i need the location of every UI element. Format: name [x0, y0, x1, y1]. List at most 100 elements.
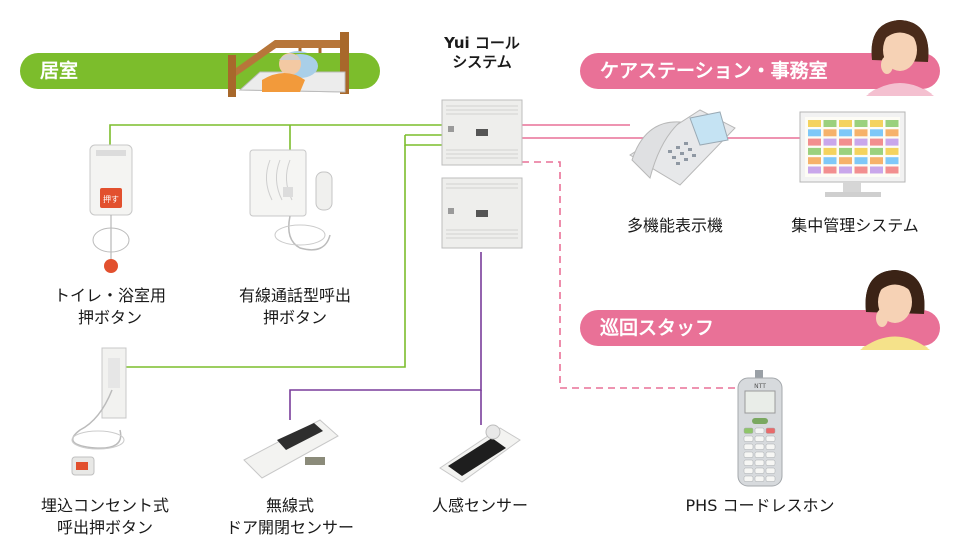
central-management-label-line1: 集中管理システム: [791, 216, 919, 235]
phs-keypad-key: [743, 459, 754, 466]
toilet-button-line: [109, 124, 442, 145]
phs-brand-label: NTT: [754, 383, 766, 390]
central-management-label: 集中管理システム: [770, 215, 940, 237]
monitor-status-cell: [870, 157, 883, 165]
central-management-monitor-illustration: [799, 111, 906, 197]
phs-keypad-key: [754, 427, 765, 434]
monitor-status-cell: [854, 157, 868, 165]
monitor-status-cell: [854, 138, 868, 146]
phs-keypad-key: [743, 435, 754, 442]
toilet-button-label-line1: トイレ・浴室用: [53, 286, 166, 305]
monitor-status-cell: [808, 166, 821, 174]
phs-keypad-key: [765, 459, 776, 466]
control-unit-bottom: [441, 177, 523, 249]
monitor-status-cell: [885, 129, 899, 137]
phs-keypad-key: [765, 443, 776, 450]
care-station-section-label: ケアステーション・事務室: [600, 60, 828, 82]
wireless-door-sensor-label-line2: ドア開閉センサー: [225, 518, 354, 537]
phs-keypad-key: [765, 467, 776, 474]
room-wired-connections: [109, 124, 442, 368]
phs-keypad-key: [765, 427, 776, 434]
push-label: 押す: [103, 194, 119, 204]
motion-sensor-label-line1: 人感センサー: [431, 496, 528, 515]
patrol-staff-section-label: 巡回スタッフ: [600, 317, 715, 339]
monitor-status-cell: [808, 138, 821, 146]
wired-call-button-label: 有線通話型呼出 押ボタン: [210, 285, 380, 329]
motion-sensor-illustration: [439, 424, 521, 483]
monitor-status-cell: [839, 129, 852, 137]
phs-keypad-key: [754, 475, 765, 482]
monitor-status-cell: [854, 147, 868, 155]
phs-keypad-key: [765, 435, 776, 442]
control-unit-top: [441, 99, 523, 166]
monitor-status-cell: [854, 120, 868, 127]
wireless-connections: [289, 252, 482, 425]
wired-call-push-button-illustration: [249, 149, 333, 251]
monitor-status-cell: [823, 166, 837, 174]
monitor-status-cell: [839, 138, 852, 146]
wired-call-button-label-line2: 押ボタン: [262, 308, 327, 327]
embedded-outlet-button-label-line1: 埋込コンセント式: [40, 496, 169, 515]
monitor-status-cell: [839, 166, 852, 174]
phs-keypad-key: [743, 443, 754, 450]
monitor-status-cell: [808, 157, 821, 165]
monitor-status-cell: [885, 147, 899, 155]
phs-keypad-key: [765, 451, 776, 458]
monitor-status-cell: [823, 138, 837, 146]
phs-cordless-label: PHS コードレスホン: [660, 495, 860, 517]
phs-keypad-key: [743, 427, 754, 434]
patrol-staff-overlay-icon: [860, 270, 930, 350]
monitor-status-cell: [839, 157, 852, 165]
monitor-status-cell: [823, 157, 837, 165]
monitor-status-cell: [870, 129, 883, 137]
monitor-status-cell: [839, 147, 852, 155]
monitor-status-cell: [808, 147, 821, 155]
embedded-outlet-button-label-line2: 呼出押ボタン: [56, 518, 153, 537]
toilet-button-label: トイレ・浴室用 押ボタン: [30, 285, 190, 329]
phs-keypad-key: [743, 475, 754, 482]
monitor-status-cell: [870, 147, 883, 155]
monitor-status-cell: [839, 120, 852, 127]
monitor-status-cell: [885, 138, 899, 146]
motion-sensor-label: 人感センサー: [400, 495, 560, 517]
system-title-line1: Yui コール: [444, 34, 520, 52]
monitor-status-cell: [870, 120, 883, 127]
monitor-status-cell: [808, 129, 821, 137]
monitor-status-cell: [870, 138, 883, 146]
monitor-status-cell: [870, 166, 883, 174]
phs-keypad-key: [754, 459, 765, 466]
monitor-status-cell: [854, 166, 868, 174]
embedded-outlet-push-button-illustration: [71, 347, 127, 476]
phs-keypad-key: [754, 451, 765, 458]
embedded-outlet-button-label: 埋込コンセント式 呼出押ボタン: [15, 495, 195, 539]
monitor-status-cell: [885, 157, 899, 165]
monitor-status-cell: [823, 129, 837, 137]
system-title: Yui コール システム: [432, 34, 532, 72]
system-title-line2: システム: [452, 53, 512, 71]
wireless-door-sensor-illustration: [243, 419, 339, 479]
door-sensor-line: [289, 252, 482, 420]
room-section-label: 居室: [40, 60, 79, 82]
monitor-status-cell: [823, 120, 837, 127]
phs-keypad-key: [754, 467, 765, 474]
phs-keypad-key: [743, 467, 754, 474]
monitor-status-cell: [854, 129, 868, 137]
bed-overlay-icon: [228, 32, 349, 97]
multi-display-phone-label-line1: 多機能表示機: [626, 216, 723, 235]
phs-keypad-key: [743, 451, 754, 458]
phs-cordless-handset-illustration: NTT: [737, 370, 783, 487]
phs-keypad-key: [754, 435, 765, 442]
phs-keypad-key: [765, 475, 776, 482]
multi-display-phone-label: 多機能表示機: [600, 215, 750, 237]
wireless-door-sensor-label-line1: 無線式: [265, 496, 314, 515]
phs-cordless-label-line1: PHS コードレスホン: [685, 496, 835, 515]
wired-call-button-label-line1: 有線通話型呼出: [238, 286, 351, 305]
multi-function-display-phone-illustration: [629, 109, 736, 186]
embedded-outlet-line: [125, 145, 406, 368]
wireless-door-sensor-label: 無線式 ドア開閉センサー: [200, 495, 380, 539]
toilet-button-label-line2: 押ボタン: [77, 308, 142, 327]
toilet-bath-push-button-illustration: 押す: [89, 144, 133, 273]
phs-keypad-key: [754, 443, 765, 450]
monitor-status-cell: [808, 120, 821, 127]
